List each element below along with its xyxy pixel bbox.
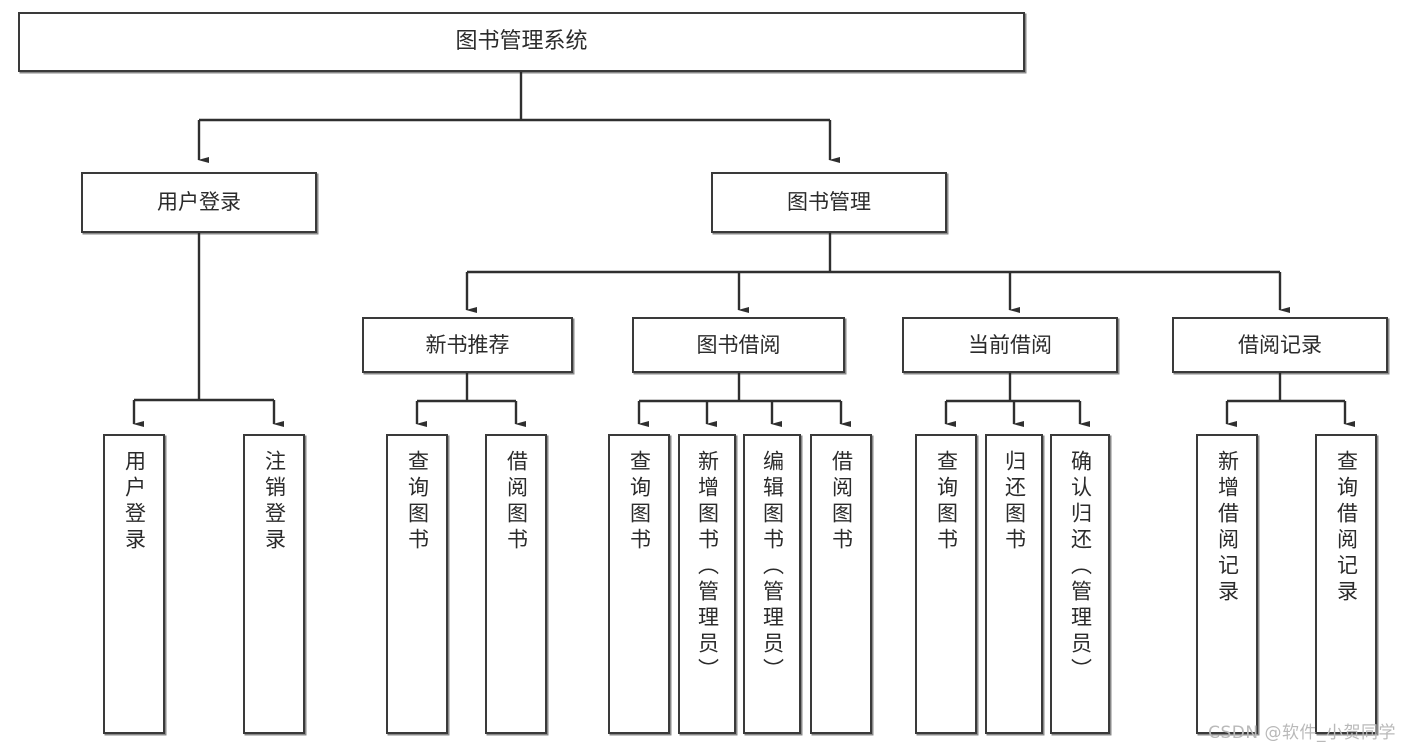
csdn-watermark: CSDN @软件_小贺同学: [1208, 723, 1396, 743]
node-leaf-query-book-recommend-label: 查询图书: [405, 450, 430, 554]
node-borrow-record-label: 借阅记录: [1238, 332, 1322, 357]
node-leaf-add-borrow-record[interactable]: 新增借阅记录: [1196, 434, 1258, 734]
node-leaf-confirm-return-label: 确认归还（管理员）: [1068, 450, 1093, 684]
node-user-login[interactable]: 用户登录: [81, 172, 317, 233]
node-leaf-query-book-current[interactable]: 查询图书: [915, 434, 977, 734]
node-book-manage-label: 图书管理: [787, 190, 871, 215]
node-leaf-add-book[interactable]: 新增图书（管理员）: [678, 434, 736, 734]
node-root-system[interactable]: 图书管理系统: [18, 12, 1025, 72]
node-leaf-confirm-return[interactable]: 确认归还（管理员）: [1050, 434, 1110, 734]
node-borrow-record[interactable]: 借阅记录: [1172, 317, 1388, 373]
node-new-book-recommend[interactable]: 新书推荐: [362, 317, 573, 373]
node-leaf-user-logout-label: 注销登录: [262, 450, 287, 554]
node-leaf-query-borrow-record[interactable]: 查询借阅记录: [1315, 434, 1377, 734]
node-book-borrow-label: 图书借阅: [696, 332, 781, 357]
node-book-borrow[interactable]: 图书借阅: [632, 317, 845, 373]
node-leaf-query-borrow-record-label: 查询借阅记录: [1334, 450, 1359, 606]
node-leaf-edit-book[interactable]: 编辑图书（管理员）: [743, 434, 801, 734]
node-leaf-add-borrow-record-label: 新增借阅记录: [1215, 450, 1240, 606]
node-book-manage[interactable]: 图书管理: [711, 172, 947, 233]
node-leaf-query-book-current-label: 查询图书: [934, 450, 959, 554]
node-leaf-borrow-book[interactable]: 借阅图书: [810, 434, 872, 734]
node-leaf-user-logout[interactable]: 注销登录: [243, 434, 305, 734]
node-leaf-borrow-book-recommend[interactable]: 借阅图书: [485, 434, 547, 734]
node-leaf-edit-book-label: 编辑图书（管理员）: [760, 450, 785, 684]
node-leaf-borrow-book-label: 借阅图书: [829, 450, 854, 554]
node-user-login-label: 用户登录: [157, 190, 241, 215]
node-leaf-return-book[interactable]: 归还图书: [985, 434, 1043, 734]
node-leaf-query-book-borrow-label: 查询图书: [627, 450, 652, 554]
node-leaf-user-login-label: 用户登录: [122, 450, 147, 554]
node-leaf-query-book-recommend[interactable]: 查询图书: [386, 434, 448, 734]
node-new-book-recommend-label: 新书推荐: [425, 332, 510, 357]
node-current-borrow-label: 当前借阅: [968, 332, 1052, 357]
node-leaf-query-book-borrow[interactable]: 查询图书: [608, 434, 670, 734]
node-current-borrow[interactable]: 当前借阅: [902, 317, 1118, 373]
node-leaf-user-login[interactable]: 用户登录: [103, 434, 165, 734]
node-leaf-borrow-book-recommend-label: 借阅图书: [504, 450, 529, 554]
node-leaf-return-book-label: 归还图书: [1002, 450, 1027, 554]
node-leaf-add-book-label: 新增图书（管理员）: [695, 450, 720, 684]
node-root-system-label: 图书管理系统: [455, 29, 588, 55]
